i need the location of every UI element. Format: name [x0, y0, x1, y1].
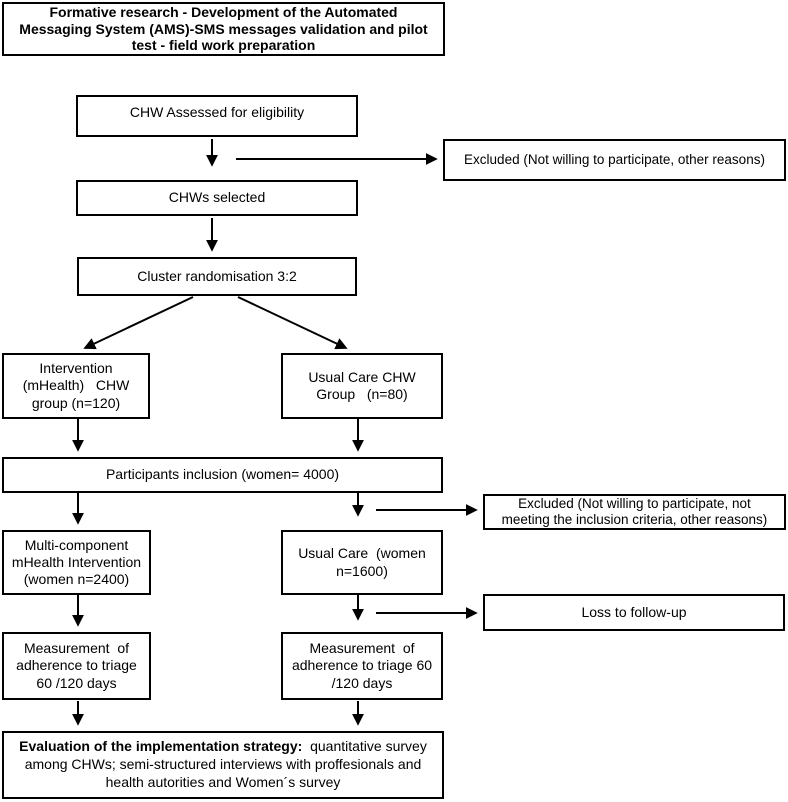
node-loss-to-follow-up: Loss to follow-up — [483, 594, 785, 631]
node-chw-assessed-label: CHW Assessed for eligibility — [129, 104, 305, 120]
node-participants-inclusion: Participants inclusion (women= 4000) — [2, 457, 443, 493]
node-chws-selected: CHWs selected — [76, 180, 358, 216]
node-measurement-usual-care: Measurement of adherence to triage 60 /1… — [281, 632, 443, 700]
node-participants-inclusion-label: Participants inclusion (women= 4000) — [105, 466, 340, 483]
node-evaluation: Evaluation of the implementation strateg… — [2, 731, 444, 799]
node-measurement-intervention-label: Measurement of adherence to triage 60 /1… — [16, 640, 137, 691]
node-chw-assessed: CHW Assessed for eligibility — [76, 95, 358, 137]
node-mhealth-intervention: Multi-component mHealth Intervention (wo… — [2, 530, 151, 595]
arrow-randomisation-to-usual-care — [237, 296, 348, 350]
node-usual-care-women-label: Usual Care (women n=1600) — [298, 545, 426, 579]
node-usual-care-chw-group: Usual Care CHW Group (n=80) — [281, 353, 443, 419]
arrow-randomisation-to-intervention — [83, 296, 194, 350]
node-usual-care-chw-group-label: Usual Care CHW Group (n=80) — [308, 368, 416, 402]
node-evaluation-bold-label: Evaluation of the implementation strateg… — [19, 738, 303, 755]
node-intervention-group: Intervention (mHealth) CHW group (n=120) — [2, 353, 150, 419]
node-excluded-2: Excluded (Not willing to participate, no… — [483, 494, 786, 530]
node-evaluation-text: Evaluation of the implementation strateg… — [8, 738, 438, 792]
node-cluster-randomisation: Cluster randomisation 3:2 — [77, 257, 357, 296]
node-intervention-group-label: Intervention (mHealth) CHW group (n=120) — [22, 360, 130, 411]
node-excluded-1: Excluded (Not willing to participate, ot… — [443, 139, 786, 181]
node-usual-care-women: Usual Care (women n=1600) — [281, 530, 443, 595]
node-mhealth-intervention-label: Multi-component mHealth Intervention (wo… — [11, 536, 142, 588]
node-excluded-2-label: Excluded (Not willing to participate, no… — [501, 495, 768, 527]
node-excluded-1-label: Excluded (Not willing to participate, ot… — [464, 151, 765, 167]
title-box: Formative research - Development of the … — [2, 2, 445, 56]
node-evaluation-rest-label: quantitative survey among CHWs; semi-str… — [24, 738, 431, 790]
node-cluster-randomisation-label: Cluster randomisation 3:2 — [137, 267, 297, 284]
node-chws-selected-label: CHWs selected — [168, 189, 266, 206]
node-measurement-usual-care-label: Measurement of adherence to triage 60 /1… — [291, 640, 433, 691]
title-text: Formative research - Development of the … — [19, 3, 428, 54]
node-loss-to-follow-up-label: Loss to follow-up — [581, 603, 687, 620]
node-measurement-intervention: Measurement of adherence to triage 60 /1… — [2, 632, 151, 700]
